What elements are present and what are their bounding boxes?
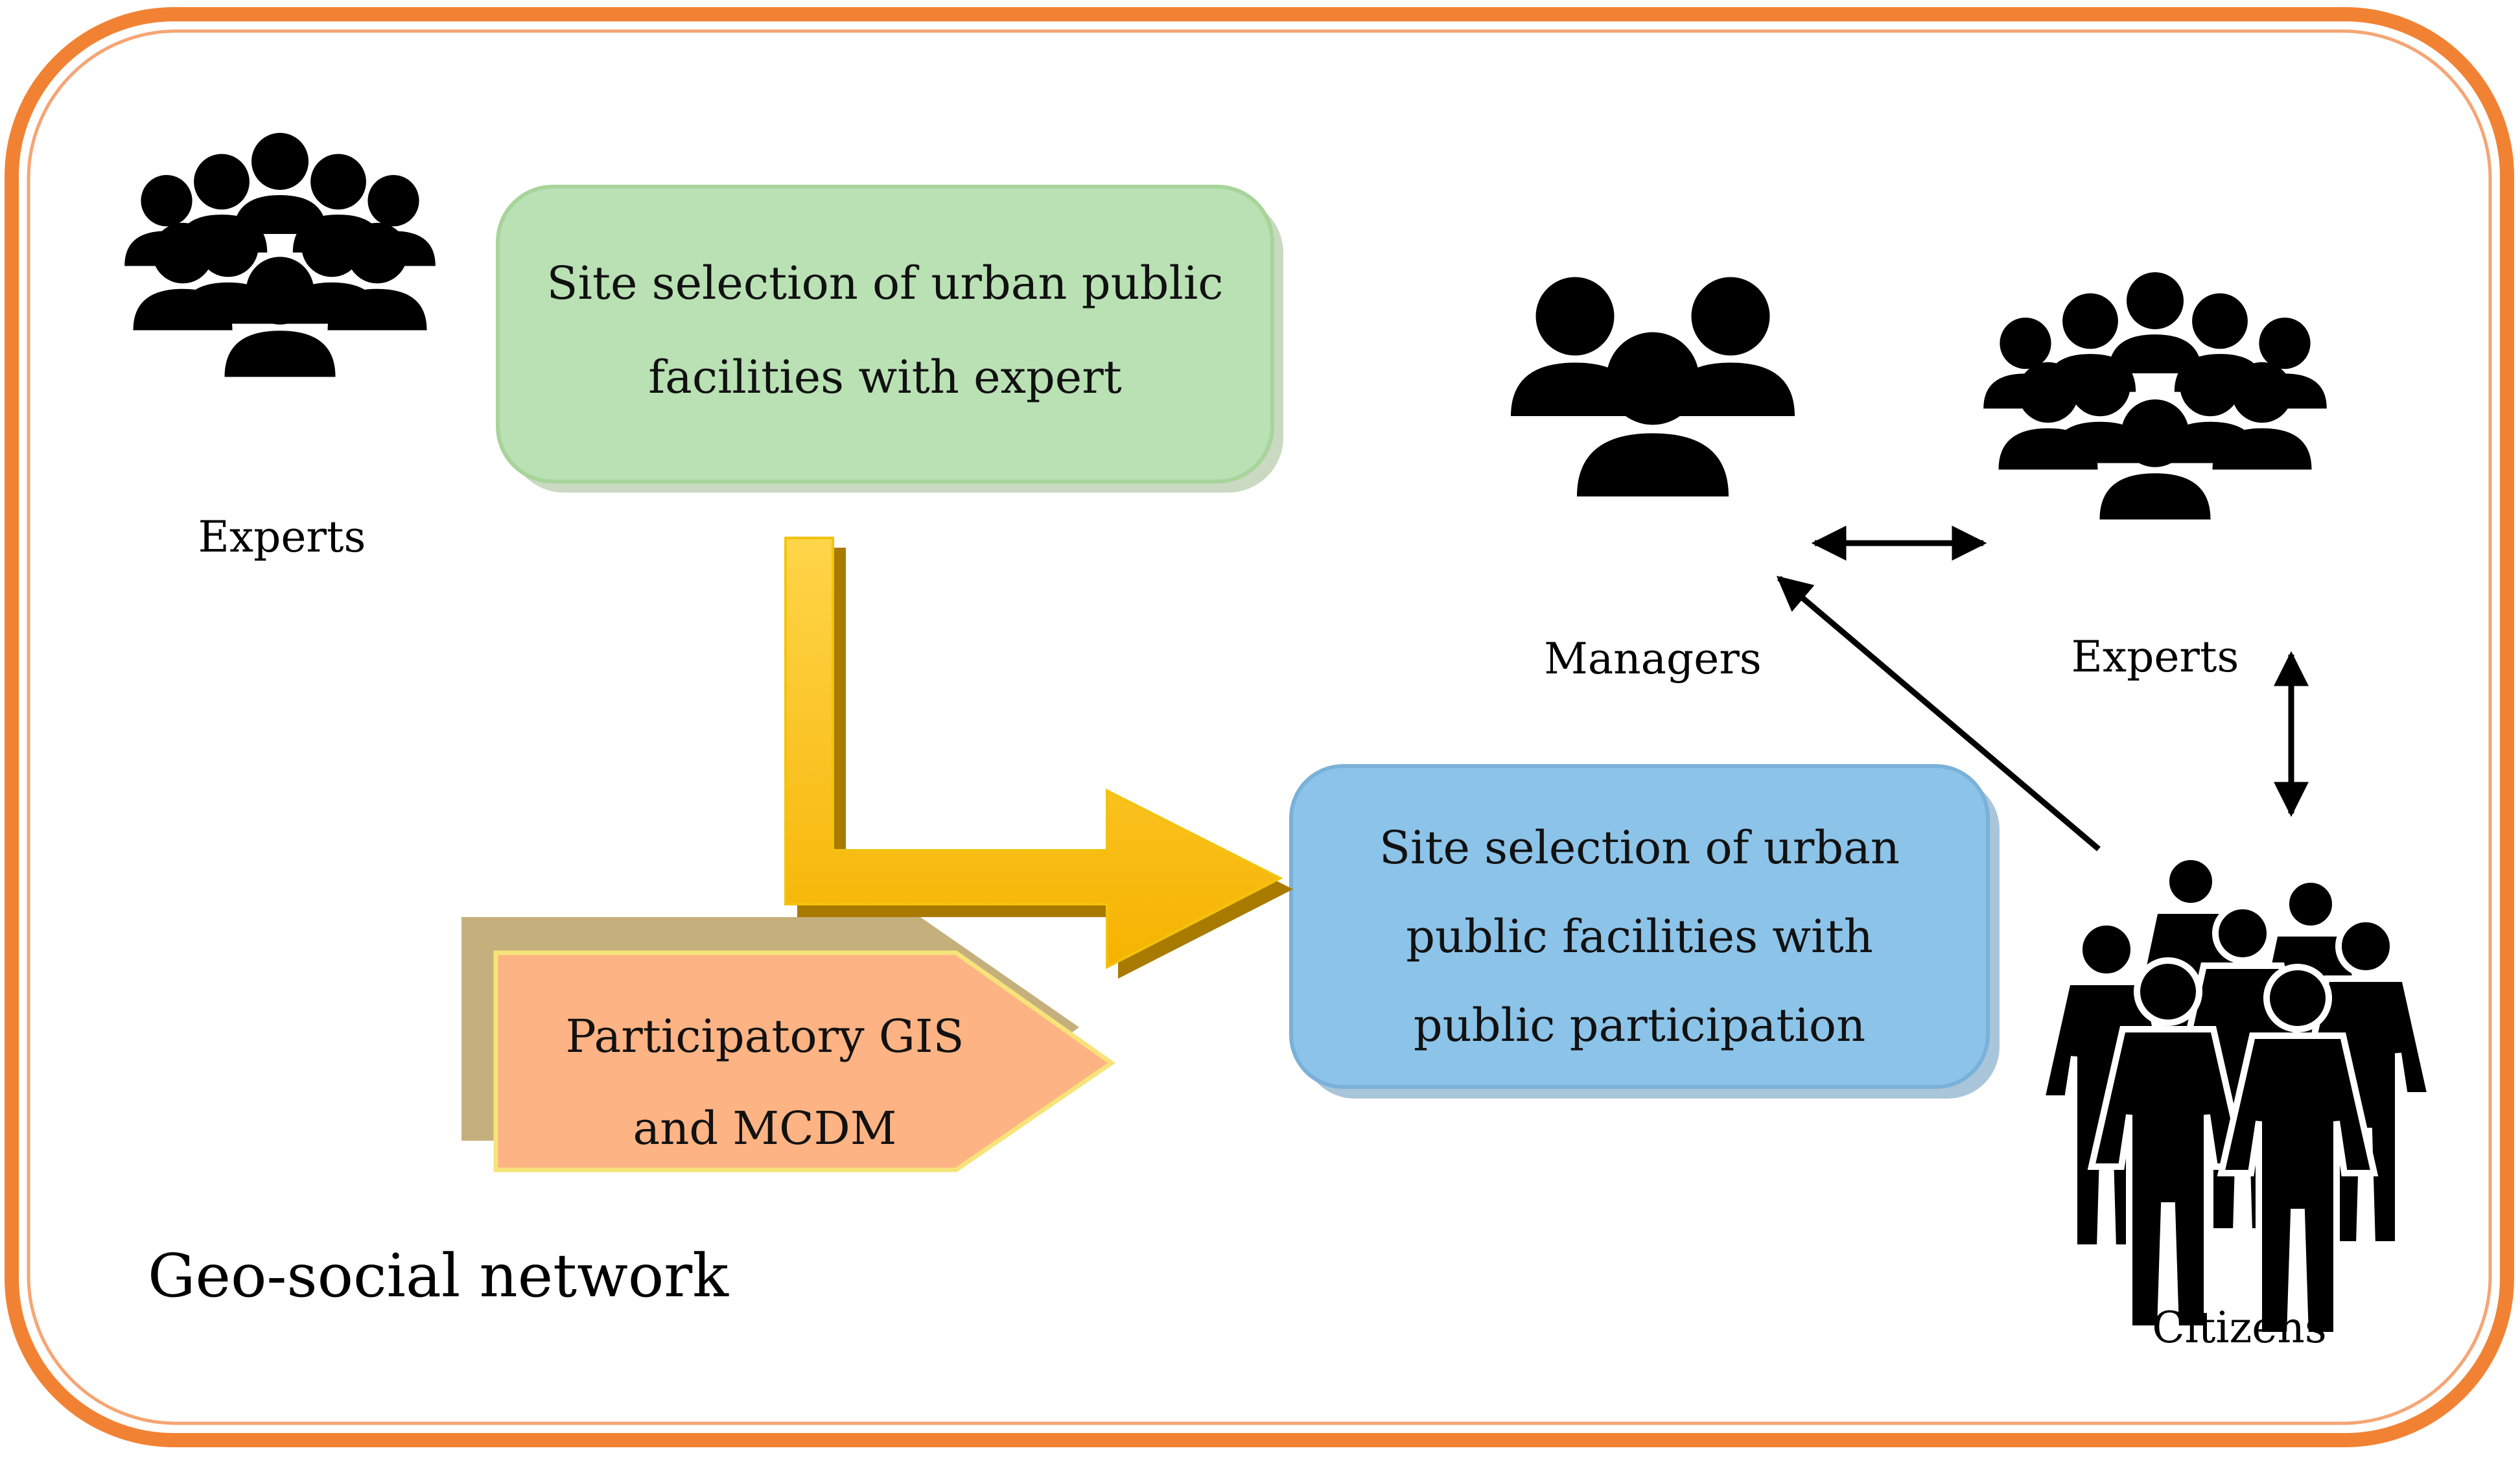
citizens-icon <box>2037 854 2435 1338</box>
public-site-selection-line2: public facilities with <box>1406 910 1873 963</box>
expert-site-selection-label: Site selection of urban public facilitie… <box>498 237 1272 425</box>
managers-icon <box>1511 277 1795 496</box>
expert-site-selection-box <box>496 185 1283 493</box>
outer-frame <box>5 7 2514 1447</box>
pgis-box <box>461 917 1116 1172</box>
pgis-label: Participatory GIS and MCDM <box>496 990 1034 1174</box>
public-site-selection-line1: Site selection of urban <box>1379 821 1900 874</box>
public-site-selection-label: Site selection of urban public facilitie… <box>1291 804 1988 1070</box>
experts-left-label: Experts <box>198 512 366 562</box>
citizens-label: Citizens <box>2152 1303 2327 1353</box>
experts-right-label: Experts <box>2071 632 2239 682</box>
l-arrow-icon <box>784 537 1293 979</box>
citizens-to-managers-arrow-icon <box>1776 576 2101 852</box>
experts-right-icon <box>1983 272 2327 520</box>
public-site-selection-line3: public participation <box>1413 999 1866 1052</box>
pgis-line2: and MCDM <box>633 1102 897 1155</box>
pgis-line1: Participatory GIS <box>565 1010 964 1063</box>
network-label: Geo-social network <box>148 1241 729 1311</box>
expert-site-selection-line2: facilities with expert <box>648 351 1122 404</box>
experts-left-icon <box>124 133 436 377</box>
expert-site-selection-line1: Site selection of urban public <box>546 257 1224 310</box>
public-site-selection-box <box>1289 764 2000 1099</box>
managers-label: Managers <box>1544 634 1762 684</box>
connector-arrows <box>1776 526 2309 852</box>
